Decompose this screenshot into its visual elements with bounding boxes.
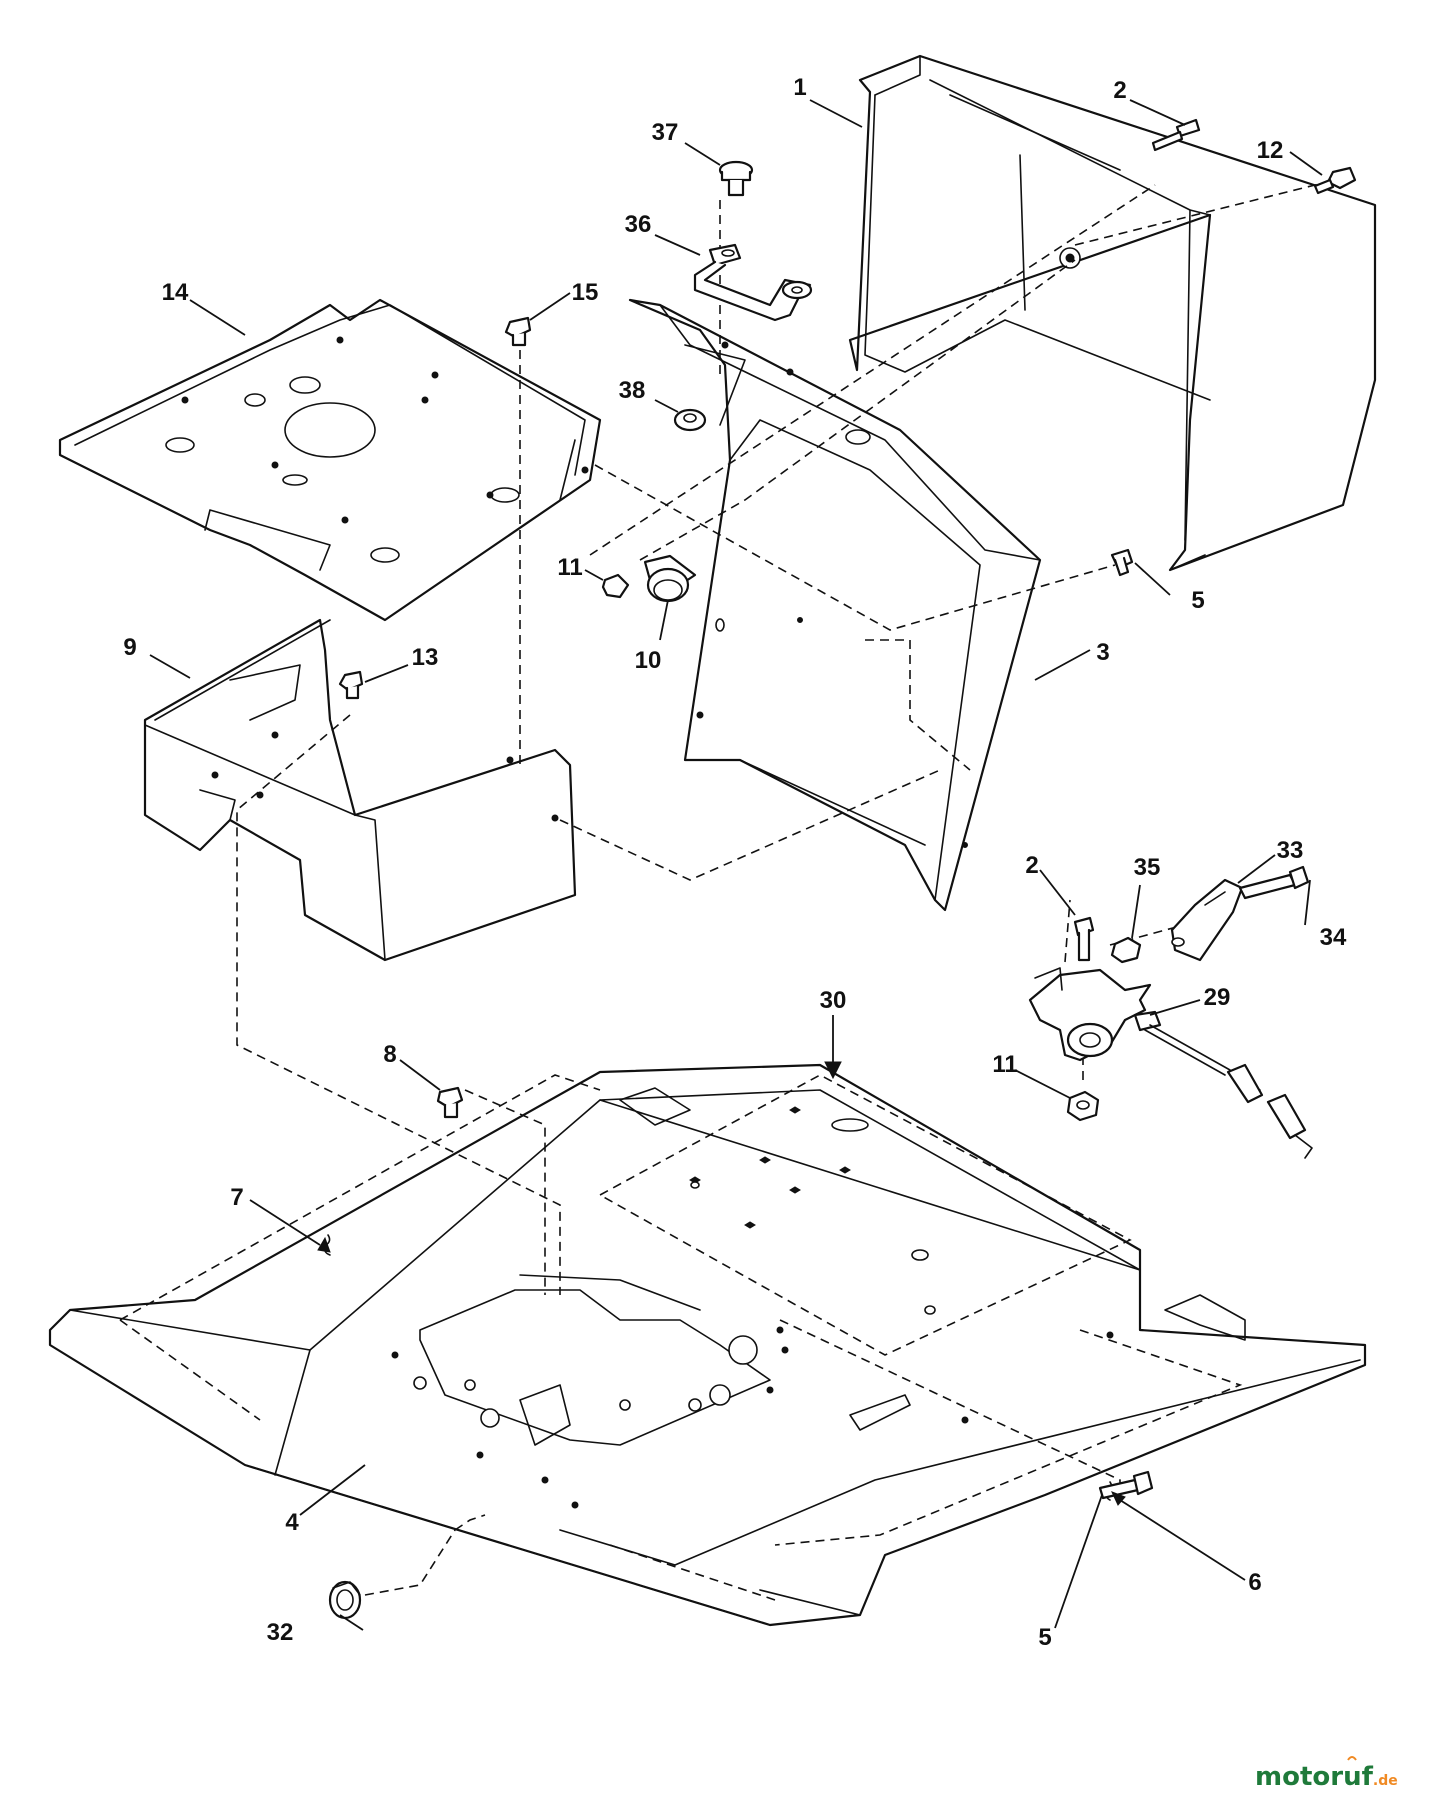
bolt-5-upper [1110,548,1134,577]
callout-4: 4 [285,1509,299,1536]
nut-35 [1110,936,1142,964]
callout-3: 3 [1096,639,1109,666]
callout-14: 14 [162,279,189,306]
bolt-37-carriage [718,160,754,197]
svg-text:motoruf.de: motoruf.de [1255,1762,1398,1792]
bolt-12-hex [1313,166,1357,195]
callout-37: 37 [652,119,679,146]
bolt-15 [504,316,532,347]
part-1-shroud [848,54,1377,572]
callout-11-lower: 11 [992,1051,1017,1078]
watermark-tld: .de [1373,1773,1398,1789]
bolt-13 [338,670,364,700]
bolt-8 [436,1086,464,1119]
callout-30: 30 [820,987,847,1014]
callout-35: 35 [1134,854,1161,881]
callout-15: 15 [572,279,599,306]
bracket-36-strap [693,243,813,322]
callout-29: 29 [1204,984,1231,1011]
callout-8: 8 [383,1041,396,1068]
callout-5-upper: 5 [1191,587,1204,614]
callout-5-lower: 5 [1038,1624,1051,1651]
callout-34: 34 [1320,924,1347,951]
callout-6: 6 [1248,1569,1261,1596]
callout-1: 1 [793,74,806,101]
callout-labels: 1 2 12 37 36 14 15 38 11 10 5 3 9 13 2 3… [123,74,1347,1651]
part-9-bracket-box [143,618,577,962]
callout-36: 36 [625,211,652,238]
bolt-2-top [1151,118,1201,152]
nut-38 [673,408,707,432]
callout-13: 13 [412,644,439,671]
callout-11-upper: 11 [557,554,582,581]
callout-12: 12 [1257,137,1284,164]
bolt-34 [1238,865,1310,900]
leader-lines [149,99,1323,1631]
bolt-2-lower [1073,916,1095,962]
callout-32: 32 [267,1619,294,1646]
callout-10: 10 [635,647,662,674]
deck-locating-outlines [119,1074,1243,1601]
callout-33: 33 [1277,837,1304,864]
callout-38: 38 [619,377,646,404]
watermark-logo: motoruf.de [1255,1756,1398,1792]
watermark-text: motoruf [1255,1762,1374,1792]
nut-11-upper [601,573,630,599]
callout-9: 9 [123,634,136,661]
part-3-dash-panel [628,298,1042,912]
bolt-5-lower [1098,1470,1154,1500]
handle-33 [1170,878,1244,962]
part-4-deck [48,1063,1367,1627]
callout-2-lower: 2 [1025,852,1038,879]
callout-7: 7 [230,1184,243,1211]
callout-2-top: 2 [1113,77,1126,104]
part-14-seat-plate [58,298,602,622]
switch-10 [643,554,697,603]
lever-29-throttle [1028,967,1313,1159]
grommet-32 [328,1580,362,1620]
nut-11-lower [1066,1090,1100,1122]
